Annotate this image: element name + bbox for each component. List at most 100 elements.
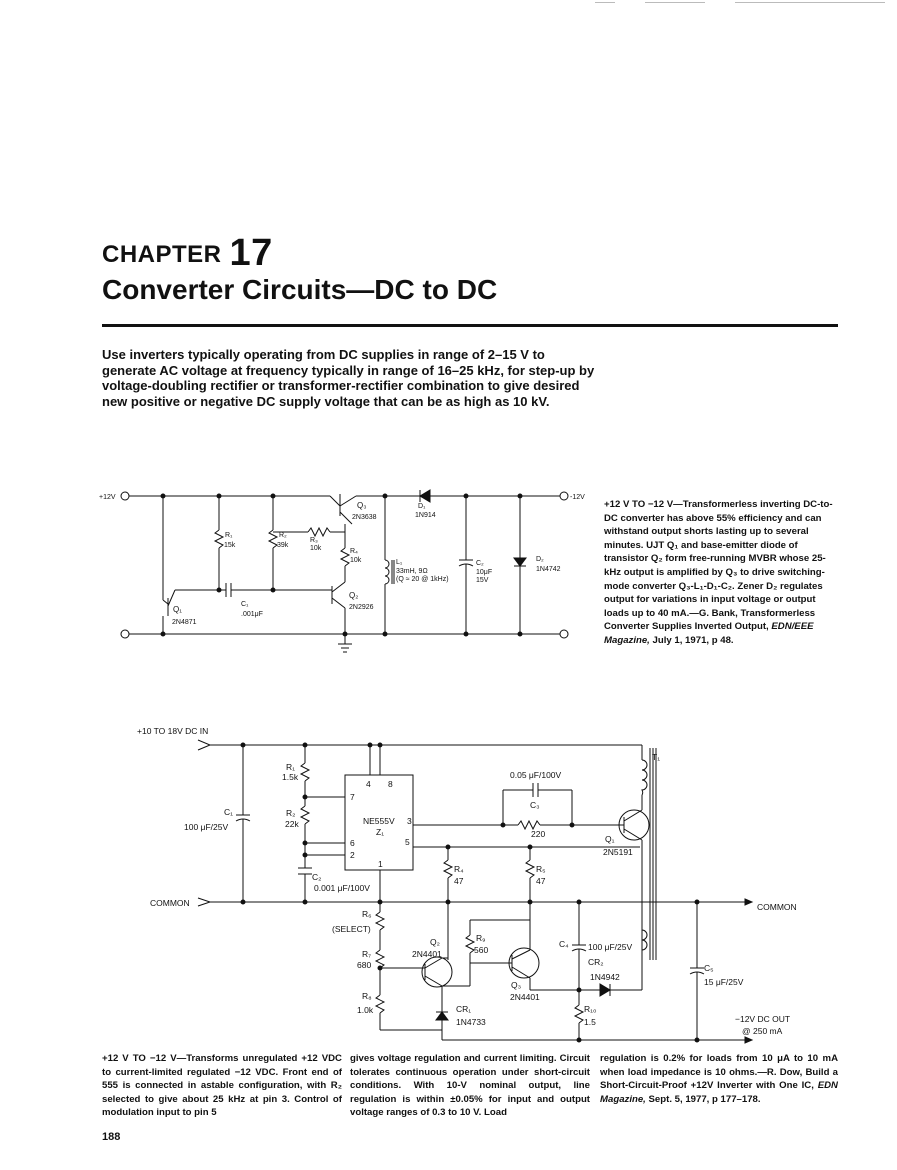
q2-transistor-symbol (421, 956, 453, 988)
fig2-r1-value: 1.5k (282, 772, 299, 782)
fig2-q1-label: Q₁ (605, 834, 615, 844)
fig2-pin4: 4 (366, 779, 371, 789)
page-number: 188 (102, 1131, 121, 1143)
fig2-c5-label: C₅ (704, 963, 714, 973)
intro-paragraph: Use inverters typically operating from D… (102, 347, 595, 409)
fig2-r8-label: R₈ (362, 991, 372, 1001)
fig2-pin1: 1 (378, 859, 383, 869)
fig2-q2-label: Q₂ (430, 937, 440, 947)
figure2-caption-col3-text: regulation is 0.2% for loads from 10 μA … (600, 1053, 838, 1092)
fig2-r5-label: R₅ (536, 864, 546, 874)
fig1-d2-label: D₂ (536, 556, 544, 563)
fig1-q3-part: 2N3638 (352, 514, 377, 521)
fig2-pin7: 7 (350, 792, 355, 802)
fig2-r6-label: R₆ (362, 909, 372, 919)
fig2-t1-label: T₁ (652, 752, 660, 762)
fig2-c1-value: 100 μF/25V (184, 822, 228, 832)
fig1-r2-value: 39k (277, 542, 289, 549)
fig2-r9-value: 560 (474, 945, 488, 955)
fig2-pin3: 3 (407, 816, 412, 826)
fig2-cr1-label: CR₁ (456, 1004, 471, 1014)
figure2-caption-col3-source: EDN Magazine, (600, 1080, 838, 1105)
fig2-c1-label: C₁ (224, 807, 233, 817)
fig2-pin2: 2 (350, 850, 355, 860)
fig1-c2-value: 10μF (476, 569, 492, 576)
fig2-c2-label: C₂ (312, 872, 321, 882)
fig1-r1-label: R₁ (225, 532, 233, 539)
fig2-cr2-part: 1N4942 (590, 972, 620, 982)
fig2-c3-value: 0.05 μF/100V (510, 770, 562, 780)
fig2-r2-value: 22k (285, 819, 299, 829)
fig2-c2-value: 0.001 μF/100V (314, 883, 370, 893)
figure1-caption-source: EDN/EEE Magazine, (604, 621, 814, 646)
fig1-c2-voltage: 15V (476, 577, 489, 584)
fig1-r1-value: 15k (224, 542, 236, 549)
fig2-r4-label: R₄ (454, 864, 464, 874)
fig1-r4-label: R₄ (350, 548, 358, 555)
title-rule (102, 324, 838, 327)
fig2-c4-value: 100 μF/25V (588, 942, 632, 952)
fig2-common-in: COMMON (150, 898, 190, 908)
fig2-pin8: 8 (388, 779, 393, 789)
figure1-caption: +12 V TO −12 V—Transformerless inverting… (604, 498, 838, 648)
fig2-r10-label: R₁₀ (584, 1004, 597, 1014)
fig2-vout-label: −12V DC OUT (735, 1014, 790, 1024)
fig2-c4-label: C₄ (559, 939, 569, 949)
figure2-caption-col1: +12 V TO −12 V—Transforms unregulated +1… (102, 1053, 342, 1119)
input-terminal (120, 491, 130, 501)
fig1-c1-label: C₁ (241, 601, 249, 608)
figure2-schematic: +10 TO 18V DC IN T₁ R₁ 1.5k R₂ 22k C₁ 10… (137, 726, 797, 1044)
fig2-r4-value: 47 (454, 876, 464, 886)
fig1-r3-label: R₃ (310, 537, 318, 544)
fig2-pin5: 5 (405, 837, 410, 847)
fig2-r7-label: R₇ (362, 949, 371, 959)
fig1-q2-label: Q₂ (349, 591, 358, 600)
fig2-q1-part: 2N5191 (603, 847, 633, 857)
fig2-ic-label: NE555V (363, 816, 395, 826)
fig1-vin-label: +12V (99, 494, 116, 501)
fig2-r9-label: R₉ (476, 933, 486, 943)
fig1-d1-label: D₁ (418, 503, 426, 510)
fig2-cr2-label: CR₂ (588, 957, 604, 967)
fig2-r220-value: 220 (531, 829, 545, 839)
fig1-c1-value: .001μF (241, 611, 263, 618)
chapter-number: 17 (229, 232, 273, 274)
fig1-r2-label: R₂ (279, 532, 287, 539)
fig2-iout-label: @ 250 mA (742, 1026, 783, 1036)
fig2-q3-label: Q₃ (511, 980, 521, 990)
fig2-r8-value: 1.0k (357, 1005, 374, 1015)
figure2-caption-col2: gives voltage regulation and current lim… (350, 1053, 590, 1119)
figure1-caption-text: +12 V TO −12 V—Transformerless inverting… (604, 499, 833, 633)
fig2-cr1-part: 1N4733 (456, 1017, 486, 1027)
fig1-q1-label: Q₁ (173, 605, 182, 614)
chapter-title: Converter Circuits—DC to DC (102, 274, 498, 305)
fig1-q2-part: 2N2926 (349, 604, 374, 611)
fig1-vout-label: -12V (570, 494, 585, 501)
scan-mark (645, 2, 705, 3)
scan-mark (735, 2, 885, 3)
fig2-r2-label: R₂ (286, 808, 295, 818)
fig2-r1-label: R₁ (286, 762, 295, 772)
fig1-q3-label: Q₃ (357, 501, 366, 510)
fig2-c5-value: 15 μF/25V (704, 977, 744, 987)
fig2-vin-label: +10 TO 18V DC IN (137, 726, 208, 736)
figure2-caption-col3: regulation is 0.2% for loads from 10 μA … (600, 1052, 838, 1106)
fig1-d2-part: 1N4742 (536, 566, 561, 573)
chapter-label: CHAPTER (102, 241, 222, 268)
fig1-r4-value: 10k (350, 557, 362, 564)
figure2-caption-col3-tail: Sept. 5, 1977, p 177–178. (648, 1093, 761, 1105)
fig1-d1-part: 1N914 (415, 512, 436, 519)
fig2-ic-ref: Z₁ (376, 827, 384, 837)
output-terminal (559, 491, 569, 501)
fig2-q3-part: 2N4401 (510, 992, 540, 1002)
fig2-common-out: COMMON (757, 902, 797, 912)
fig2-q2-part: 2N4401 (412, 949, 442, 959)
scan-mark (595, 2, 615, 3)
fig1-l1-q: (Q ≈ 20 @ 1kHz) (396, 576, 449, 583)
fig1-c2-label: C₂ (476, 560, 484, 567)
fig1-l1-label: L₁ (396, 559, 403, 566)
fig2-r10-value: 1.5 (584, 1017, 596, 1027)
fig2-r5-value: 47 (536, 876, 546, 886)
fig1-q1-part: 2N4871 (172, 619, 197, 626)
fig2-c3-label: C₃ (530, 800, 540, 810)
